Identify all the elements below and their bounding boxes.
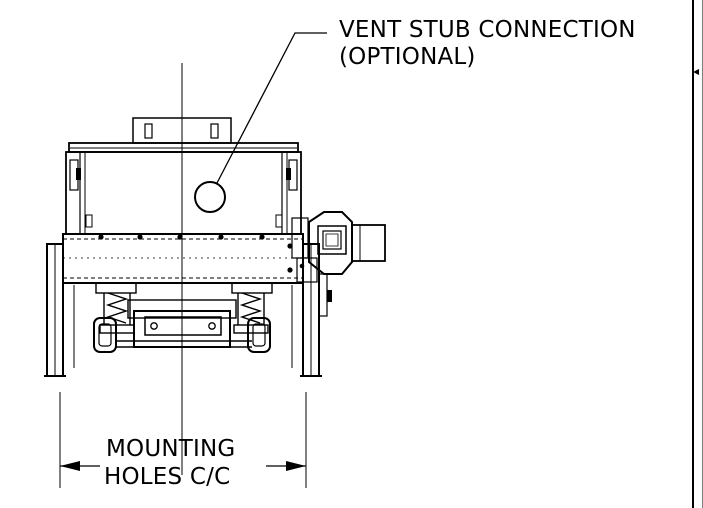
base-plate [115, 299, 252, 348]
vent-stub-circle [194, 181, 226, 213]
upper-housing [65, 142, 302, 235]
mounting-label-line1: MOUNTING [106, 436, 236, 462]
spring-mounts [95, 282, 273, 334]
mounting-label-line2: HOLES C/C [104, 464, 231, 490]
vent-stub-label-line1: VENT STUB CONNECTION [339, 17, 636, 43]
mounting-dimension [59, 392, 307, 488]
rollers [93, 317, 271, 353]
trough-beam [62, 233, 304, 284]
drawing-border [692, 0, 703, 508]
vent-stub-leader [216, 32, 327, 184]
vent-stub-label-line2: (OPTIONAL) [339, 44, 476, 70]
drive-motor [291, 211, 386, 317]
